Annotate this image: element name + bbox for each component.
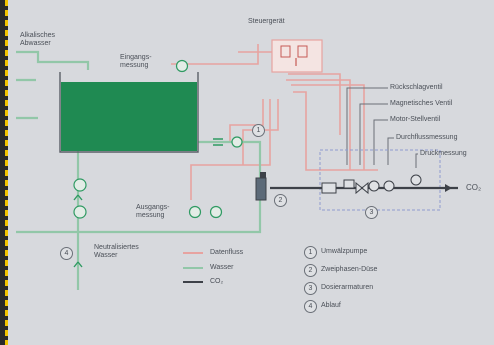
pump-circle: [231, 136, 243, 148]
magnetic-valve-body: [343, 179, 355, 189]
diagram-canvas: Alkalisches Abwasser Steuergerät Eingang…: [8, 0, 494, 345]
outlet-sensor-a: [188, 205, 202, 219]
key-label-3: Dosierarmaturen: [321, 284, 374, 291]
legend-label-water: Wasser: [210, 264, 234, 271]
key-label-2: Zweiphasen-Düse: [321, 266, 378, 273]
drain-arrow-a: [73, 194, 83, 201]
drain-sensor: [73, 178, 87, 192]
flow-meter-dial: [368, 180, 380, 192]
label-inlet-measurement: Eingangs-messung: [120, 54, 152, 69]
label-control-unit: Steuergerät: [248, 18, 285, 25]
water-pump-line: [198, 140, 262, 180]
key-number-4: 4: [304, 300, 317, 313]
key-number-2: 2: [304, 264, 317, 277]
leader-magnetic-valve: [359, 103, 388, 165]
label-co2: CO₂: [466, 183, 482, 192]
data-line-unit-top: [238, 51, 274, 68]
data-line-valve-b: [286, 79, 351, 170]
data-line-valve-c: [291, 84, 365, 170]
callout-nozzle: 2: [274, 194, 287, 207]
control-unit-box: [271, 39, 323, 73]
legend-label-co2: CO₂: [210, 278, 224, 285]
key-label-1: Umwälzpumpe: [321, 248, 368, 255]
label-waste-inlet: Alkalisches Abwasser: [20, 32, 56, 47]
leader-check-valve: [346, 87, 388, 165]
water-accent-lines: [73, 138, 223, 268]
co2-arrow: [445, 184, 452, 192]
check-valve-body: [321, 182, 337, 194]
key-label-4: Ablauf: [321, 302, 341, 309]
inlet-sensor: [175, 59, 189, 73]
dosing-unit-box: [319, 149, 441, 211]
key-number-3: 3: [304, 282, 317, 295]
label-motor-valve: Motor-Stellventil: [390, 116, 441, 123]
key-number-1: 1: [304, 246, 317, 259]
window-edge: [0, 0, 8, 345]
leader-flow: [387, 137, 394, 165]
pump-connector: [213, 138, 223, 146]
label-pressure-measurement: Druckmessung: [420, 150, 467, 157]
water-components: [73, 59, 243, 219]
diagram-svg: [16, 39, 458, 290]
pressure-gauge: [410, 174, 422, 186]
legend-label-data: Datenfluss: [210, 249, 244, 256]
data-flow-lines: [171, 44, 378, 200]
outlet-sensor-b: [209, 205, 223, 219]
label-check-valve: Rückschlagventil: [390, 84, 443, 91]
window-edge-stripe: [5, 0, 8, 345]
label-neutralized-water: Neutralisiertes Wasser: [94, 244, 139, 259]
callout-dosing: 3: [365, 206, 378, 219]
callout-pump: 1: [252, 124, 265, 137]
nozzle-cap: [260, 172, 266, 178]
data-line-valve-a: [288, 73, 341, 135]
nozzle-body: [255, 177, 267, 201]
label-magnetic-valve: Magnetisches Ventil: [390, 100, 453, 107]
tank-water: [61, 82, 197, 151]
tank-outline: [59, 72, 199, 153]
co2-components: [321, 174, 422, 195]
water-lines: [16, 50, 262, 290]
data-line-inlet: [171, 44, 259, 65]
drain-arrow-b: [73, 261, 83, 268]
leader-lines: [346, 87, 418, 168]
data-line-measure: [293, 91, 378, 171]
callout-drain: 4: [60, 247, 73, 260]
control-display-left: [280, 45, 291, 58]
control-display-right: [297, 45, 308, 58]
motor-valve-body: [355, 181, 369, 195]
label-outlet-measurement: Ausgangs-messung: [136, 204, 170, 219]
leader-motor-valve: [373, 119, 388, 165]
flow-meter-dial-b: [383, 180, 395, 192]
label-flow-measurement: Durchflussmessung: [396, 134, 458, 141]
water-return-line: [16, 200, 262, 234]
water-inlet-line: [16, 50, 90, 70]
data-line-recirc: [229, 99, 264, 142]
data-line-outlet: [190, 99, 271, 200]
drain-valve: [73, 205, 87, 219]
leader-pressure: [415, 153, 418, 168]
